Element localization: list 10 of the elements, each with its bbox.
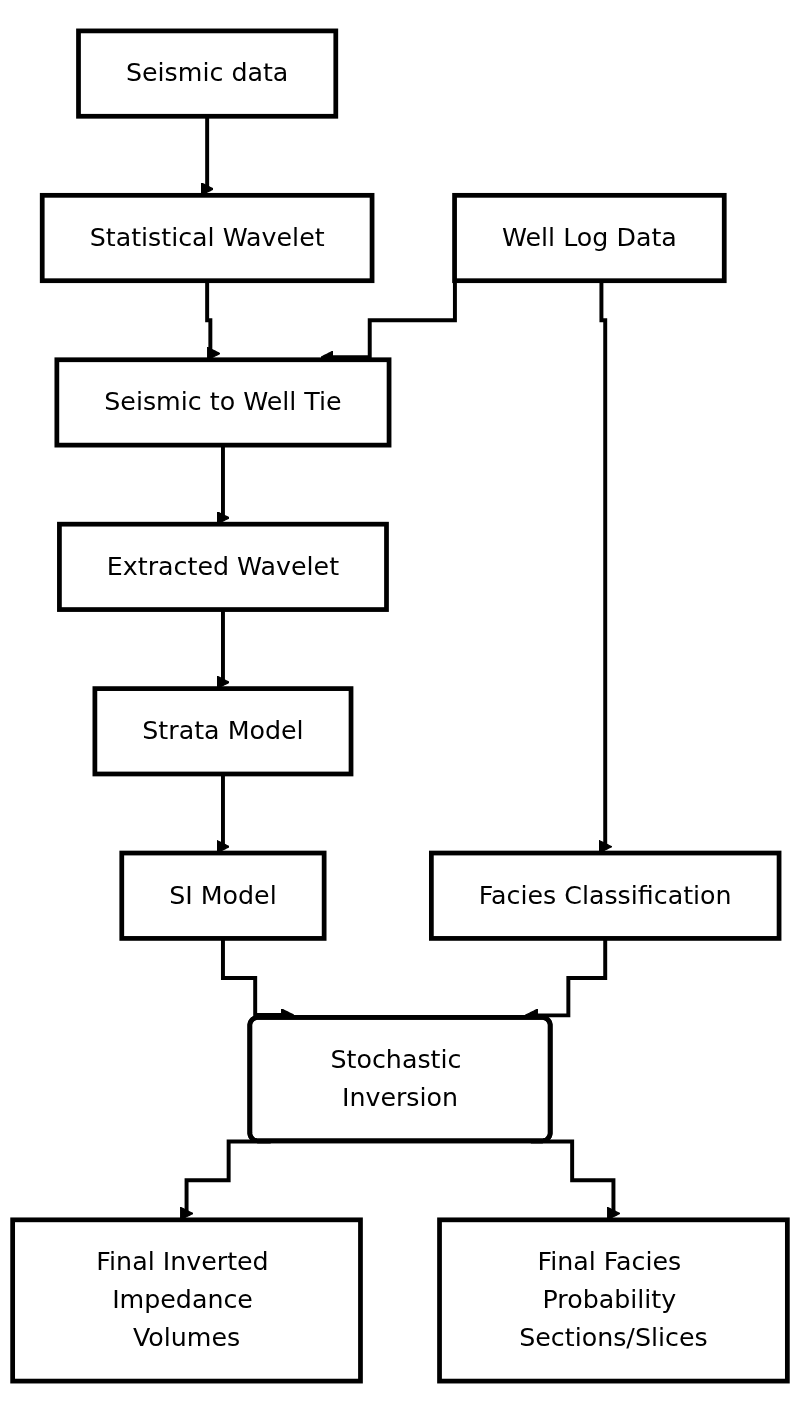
node-box: Statistical Wavelet (39, 192, 375, 284)
node-box: Seismic to Well Tie (54, 357, 392, 448)
node-box: Final Facies Probability Sections/Slices (437, 1217, 790, 1384)
node-box: Seismic data (76, 28, 339, 119)
node-box: SI Model (119, 850, 327, 941)
node-box: Strata Model (92, 686, 354, 777)
node-box: Extracted Wavelet (57, 521, 389, 612)
node-box: Well Log Data (452, 192, 727, 284)
node-box: Facies Classification (429, 850, 782, 941)
node-box: Final Inverted Impedance Volumes (10, 1217, 363, 1384)
